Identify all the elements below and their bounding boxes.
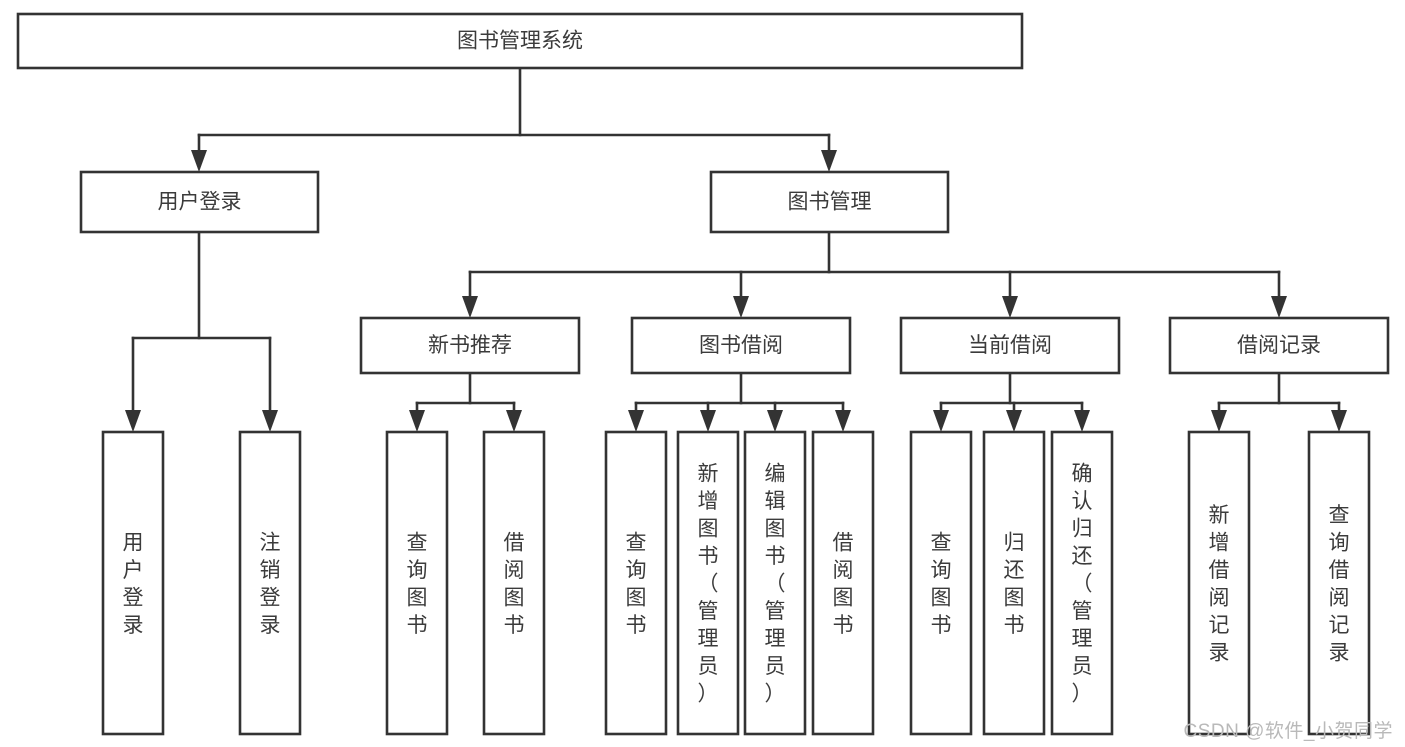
node-label: 图书管理 [788,191,872,214]
arrow-head-icon [506,410,522,432]
node-root[interactable]: 图书管理系统 [16,12,1024,70]
arrow-head-icon [1006,410,1022,432]
node-box[interactable] [604,430,668,736]
node-box[interactable] [385,430,449,736]
node-new-book-recommend[interactable]: 新书推荐 [359,316,581,375]
arrow-head-icon [191,150,207,172]
arrow-head-icon [835,410,851,432]
node-box[interactable] [101,430,165,736]
node-label: 注销登录 [260,531,281,637]
node-label: 借阅图书 [833,531,854,637]
node-label: 用户登录 [123,531,144,637]
node-box[interactable] [238,430,302,736]
arrow-head-icon [700,410,716,432]
connector-userlogin-to-leaves [125,230,278,432]
node-leaf-query-book-recommend[interactable]: 查询图书 [385,430,449,736]
arrow-head-icon [1331,410,1347,432]
node-leaf-borrow-book-recommend[interactable]: 借阅图书 [482,430,546,736]
connector-root-to-level2 [191,66,837,172]
connector-layer [125,66,1347,432]
node-user-login[interactable]: 用户登录 [79,170,320,234]
node-current-borrow[interactable]: 当前借阅 [899,316,1121,375]
connector-bookmanage-to-level3 [462,230,1287,318]
node-leaf-edit-book-admin[interactable]: 编辑图书（管理员） [743,430,807,736]
node-label: 用户登录 [158,191,242,214]
node-box[interactable] [909,430,973,736]
node-label: 查询图书 [626,531,647,637]
node-box[interactable] [899,316,1121,375]
node-leaf-query-book-current[interactable]: 查询图书 [909,430,973,736]
node-box[interactable] [630,316,852,375]
arrow-head-icon [125,410,141,432]
node-label: 查询借阅记录 [1329,504,1350,665]
arrow-head-icon [1074,410,1090,432]
node-box[interactable] [811,430,875,736]
node-box[interactable] [1168,316,1390,375]
node-book-borrow[interactable]: 图书借阅 [630,316,852,375]
arrow-head-icon [821,150,837,172]
node-box[interactable] [1307,430,1371,736]
node-label: 图书借阅 [699,334,783,357]
node-label: 借阅图书 [504,531,525,637]
csdn-watermark: CSDN @软件_小贺同学 [1183,721,1393,742]
node-borrow-record[interactable]: 借阅记录 [1168,316,1390,375]
node-leaf-add-book-admin[interactable]: 新增图书（管理员） [676,430,740,736]
node-leaf-logout-login[interactable]: 注销登录 [238,430,302,736]
node-label: 确认归还（管理员） [1072,463,1093,706]
node-label: 新书推荐 [428,334,512,357]
node-leaf-confirm-return-admin[interactable]: 确认归还（管理员） [1050,430,1114,736]
node-label: 借阅记录 [1237,334,1321,357]
node-leaf-return-book[interactable]: 归还图书 [982,430,1046,736]
arrow-head-icon [733,296,749,318]
node-box[interactable] [359,316,581,375]
connector-current-to-leaves [933,371,1090,432]
node-box[interactable] [1187,430,1251,736]
node-box[interactable] [743,430,807,736]
node-leaf-query-borrow-record[interactable]: 查询借阅记录 [1307,430,1371,736]
arrow-head-icon [628,410,644,432]
arrow-head-icon [1211,410,1227,432]
arrow-head-icon [262,410,278,432]
connector-record-to-leaves [1211,371,1347,432]
node-label: 查询图书 [931,531,952,637]
node-box[interactable] [709,170,950,234]
node-label: 查询图书 [407,531,428,637]
node-box[interactable] [482,430,546,736]
connector-borrow-to-leaves [628,371,851,432]
arrow-head-icon [767,410,783,432]
node-book-manage[interactable]: 图书管理 [709,170,950,234]
arrow-head-icon [1002,296,1018,318]
connector-recommend-to-leaves [409,371,522,432]
node-label: 图书管理系统 [457,30,583,53]
node-box[interactable] [676,430,740,736]
arrow-head-icon [1271,296,1287,318]
arrow-head-icon [462,296,478,318]
node-box[interactable] [16,12,1024,70]
node-leaf-add-borrow-record[interactable]: 新增借阅记录 [1187,430,1251,736]
node-box[interactable] [79,170,320,234]
node-label: 编辑图书（管理员） [765,463,786,706]
arrow-head-icon [933,410,949,432]
node-leaf-user-login[interactable]: 用户登录 [101,430,165,736]
node-label: 归还图书 [1004,531,1025,637]
node-layer: 图书管理系统用户登录图书管理新书推荐图书借阅当前借阅借阅记录用户登录注销登录查询… [16,12,1390,736]
node-leaf-borrow-book[interactable]: 借阅图书 [811,430,875,736]
node-box[interactable] [982,430,1046,736]
arrow-head-icon [409,410,425,432]
node-label: 当前借阅 [968,334,1052,357]
node-label: 新增图书（管理员） [698,463,719,706]
node-label: 新增借阅记录 [1209,504,1230,665]
node-box[interactable] [1050,430,1114,736]
node-leaf-query-book-borrow[interactable]: 查询图书 [604,430,668,736]
